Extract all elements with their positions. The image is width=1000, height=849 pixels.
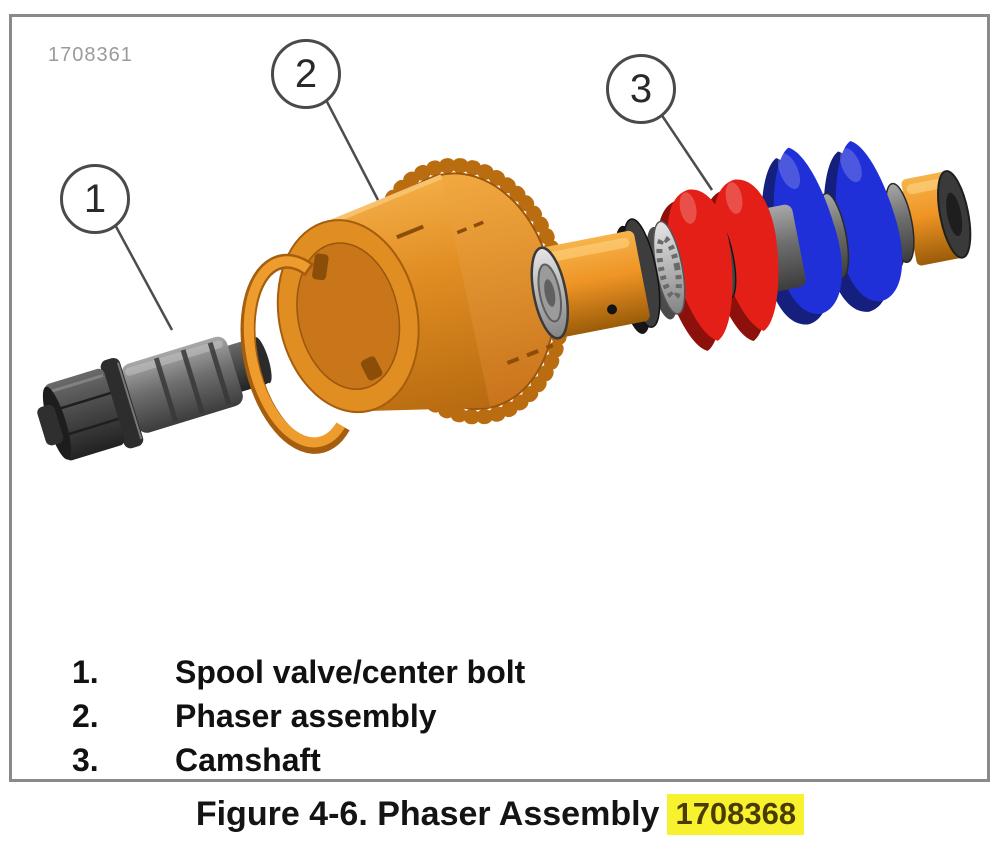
figure-caption-bar: Figure 4-6. Phaser Assembly 1708368 — [0, 794, 1000, 835]
watermark-id: 1708361 — [48, 44, 133, 66]
callout-1-marker: 1 — [60, 164, 130, 234]
legend-item-3: 3. Camshaft — [72, 738, 525, 782]
leader-line-1 — [111, 220, 174, 331]
legend-label-2: Phaser assembly — [175, 697, 437, 734]
camshaft-part — [530, 135, 972, 357]
phaser-part — [240, 157, 570, 454]
callout-3-marker: 3 — [606, 54, 676, 124]
callout-3-number: 3 — [629, 66, 653, 111]
callout-2-number: 2 — [294, 51, 318, 96]
figure-ref-highlight: 1708368 — [667, 794, 805, 835]
callout-1-number: 1 — [83, 176, 107, 221]
parts-legend: 1. Spool valve/center bolt 2. Phaser ass… — [72, 650, 525, 782]
figure-caption: Figure 4-6. Phaser Assembly — [195, 795, 660, 833]
legend-number-2: 2. — [72, 697, 99, 734]
leader-line-3 — [657, 110, 714, 191]
legend-number-1: 1. — [72, 653, 99, 690]
legend-item-1: 1. Spool valve/center bolt — [72, 650, 525, 694]
legend-item-2: 2. Phaser assembly — [72, 694, 525, 738]
legend-number-3: 3. — [72, 741, 99, 778]
legend-label-3: Camshaft — [175, 741, 321, 778]
leader-line-2 — [322, 95, 380, 201]
spool-valve-part — [37, 336, 272, 461]
callout-2-marker: 2 — [271, 39, 341, 109]
legend-label-1: Spool valve/center bolt — [175, 653, 526, 690]
